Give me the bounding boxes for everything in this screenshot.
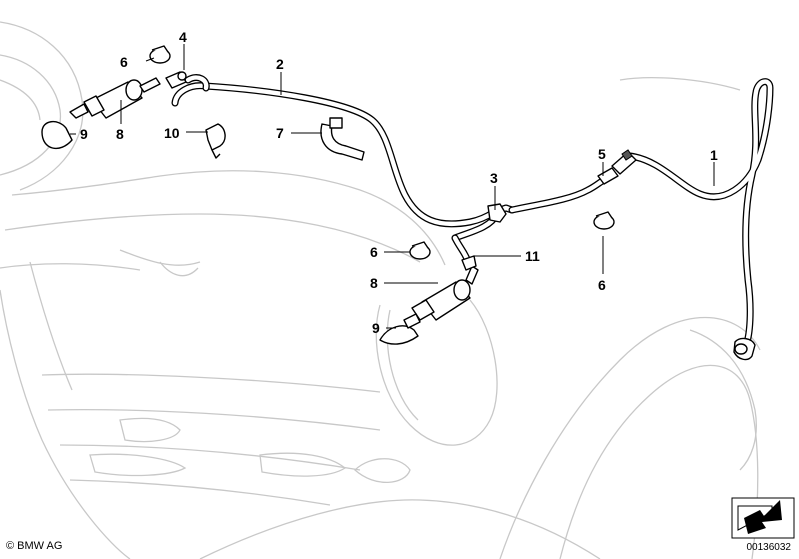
bracket-7 — [320, 117, 365, 161]
connector-5 — [597, 149, 637, 185]
callout-5: 5 — [598, 146, 606, 162]
hose-clamp-6-right — [593, 211, 615, 230]
callout-11: 11 — [525, 248, 540, 264]
copyright-notice: © BMW AG — [6, 540, 63, 552]
callout-7: 7 — [276, 125, 284, 141]
hose-clamp-6-top — [149, 45, 171, 64]
hose-right-segment — [508, 176, 608, 214]
callout-6-top: 6 — [120, 54, 128, 70]
callout-1: 1 — [710, 147, 718, 163]
callout-8-bottom: 8 — [370, 275, 378, 291]
nozzle-cap-9-bottom — [379, 313, 421, 345]
callout-9-top: 9 — [80, 126, 88, 142]
nozzle-cap-9-top — [41, 121, 73, 150]
hose-1-end-fitting — [733, 337, 756, 361]
callout-2: 2 — [276, 56, 284, 72]
callout-8-top: 8 — [116, 126, 124, 142]
callout-3: 3 — [490, 170, 498, 186]
callout-10: 10 — [164, 125, 180, 141]
callout-6-right: 6 — [598, 277, 606, 293]
washer-pump-8-top — [69, 77, 161, 119]
clip-10 — [205, 123, 226, 159]
connector-loop — [184, 74, 210, 92]
callout-6-mid: 6 — [370, 244, 378, 260]
car-body-outline — [0, 21, 761, 559]
hose-1 — [626, 78, 774, 349]
drawing-number: 00136032 — [746, 542, 792, 553]
hose-2 — [171, 82, 498, 228]
callouts: 1 2 3 4 5 6 6 6 7 8 8 9 9 10 11 — [80, 29, 718, 336]
washer-pump-8-bottom — [411, 265, 479, 321]
hose-clamp-6-mid — [409, 241, 431, 260]
connector-4 — [165, 71, 187, 89]
callout-4: 4 — [179, 29, 187, 45]
callout-9-bottom: 9 — [372, 320, 380, 336]
nozzle-11 — [461, 255, 477, 271]
leader-lines — [70, 44, 715, 329]
view-orientation-icon — [731, 497, 795, 539]
